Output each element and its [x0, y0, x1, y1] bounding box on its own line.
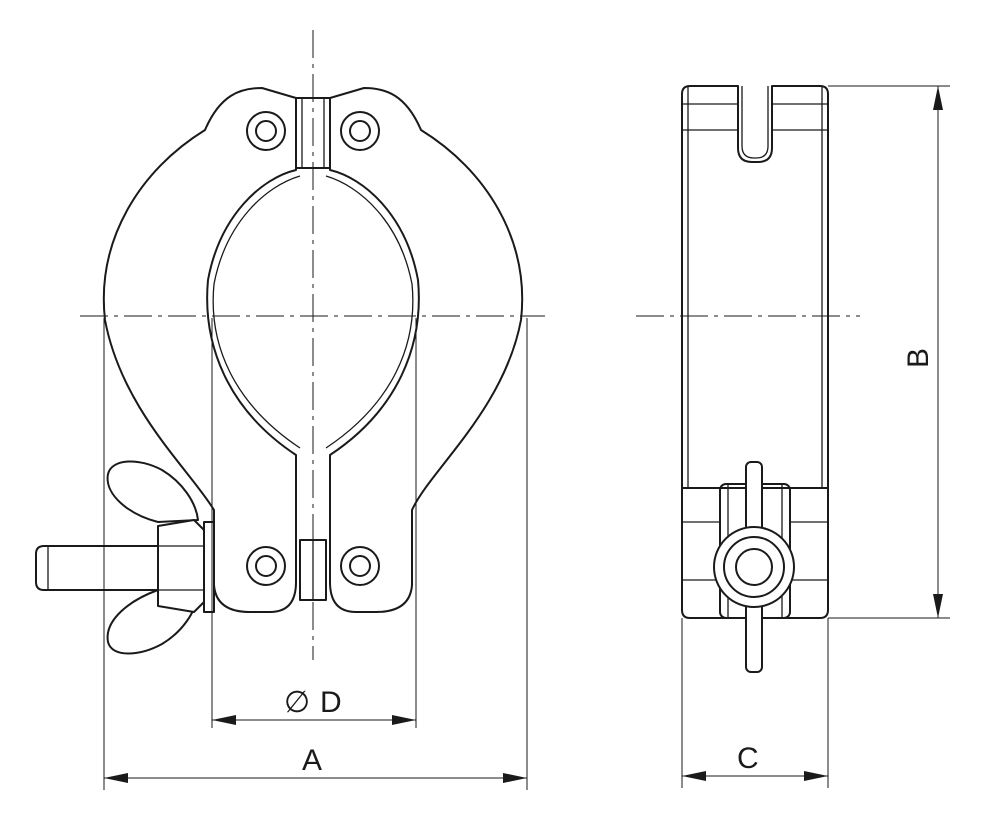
side-bolt-end-outer — [713, 526, 795, 608]
wing-nut — [35, 460, 215, 655]
dimension-a: A — [104, 744, 527, 783]
right-clamp-half — [329, 87, 524, 613]
dimension-d-label: D — [320, 686, 342, 719]
side-view: B C — [636, 85, 950, 788]
right-clamp-inner-edge — [325, 175, 414, 449]
dimension-b-label: B — [902, 348, 935, 368]
left-clamp-inner-edge — [212, 175, 301, 449]
wing-nut-washer — [203, 521, 215, 613]
wing-nut-upper-wing — [106, 460, 199, 523]
dimension-d-symbol: ∅ — [284, 686, 310, 719]
dimension-c: C — [682, 742, 828, 781]
bottom-left-pin-hole — [246, 546, 286, 586]
left-clamp-half — [102, 87, 297, 613]
side-bolt-end-inner — [735, 548, 773, 586]
dimension-a-label: A — [302, 744, 322, 777]
front-view: ∅ D A — [35, 30, 545, 790]
bolt-shaft — [35, 545, 159, 591]
bottom-right-pin-hole — [340, 546, 380, 586]
wing-nut-hex — [157, 519, 205, 613]
dimension-d: ∅ D — [212, 686, 416, 725]
dimension-b: B — [902, 86, 943, 618]
dimension-c-label: C — [737, 742, 759, 775]
top-left-pin-hole — [246, 111, 286, 151]
side-body-outline — [681, 85, 829, 619]
top-right-pin-hole — [340, 111, 380, 151]
